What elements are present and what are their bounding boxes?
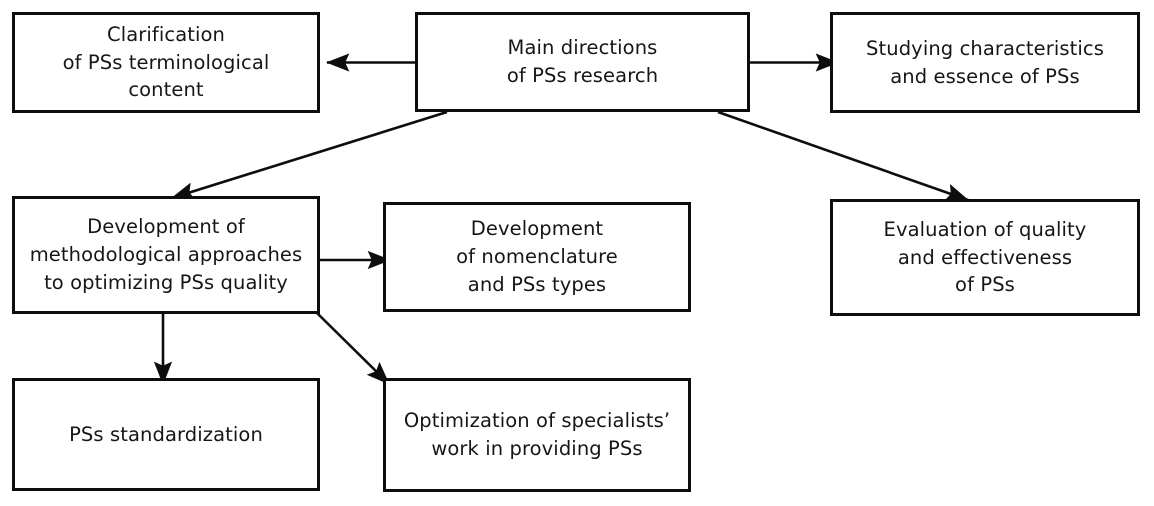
node-studying-characteristics-label: Studying characteristics and essence of … bbox=[866, 36, 1104, 88]
node-development-methodological-approaches[interactable]: Development of methodological approaches… bbox=[12, 196, 320, 314]
node-development-nomenclature-label: Development of nomenclature and PSs type… bbox=[456, 217, 618, 296]
node-main-directions[interactable]: Main directions of PSs research bbox=[415, 12, 750, 112]
node-evaluation-quality-label: Evaluation of quality and effectiveness … bbox=[883, 217, 1087, 297]
node-clarification[interactable]: Clarification of PSs terminological cont… bbox=[12, 12, 320, 113]
node-main-directions-label: Main directions of PSs research bbox=[506, 36, 659, 87]
node-development-methodological-approaches-label: Development of methodological approaches… bbox=[29, 215, 303, 294]
node-evaluation-quality[interactable]: Evaluation of quality and effectiveness … bbox=[830, 199, 1140, 316]
node-optimization-specialists-work[interactable]: Optimization of specialists’ work in pro… bbox=[383, 378, 691, 492]
edge-development-method-to-optimization bbox=[316, 312, 390, 385]
node-ps-standardization-label: PSs standardization bbox=[69, 422, 263, 446]
edge-main-to-evaluation bbox=[717, 110, 969, 202]
node-optimization-specialists-work-label: Optimization of specialists’ work in pro… bbox=[403, 409, 671, 460]
node-development-nomenclature[interactable]: Development of nomenclature and PSs type… bbox=[383, 202, 691, 312]
edge-main-to-development-method bbox=[171, 110, 448, 201]
node-ps-standardization[interactable]: PSs standardization bbox=[12, 378, 320, 491]
node-clarification-label: Clarification of PSs terminological cont… bbox=[62, 22, 270, 102]
node-studying-characteristics[interactable]: Studying characteristics and essence of … bbox=[830, 12, 1140, 113]
